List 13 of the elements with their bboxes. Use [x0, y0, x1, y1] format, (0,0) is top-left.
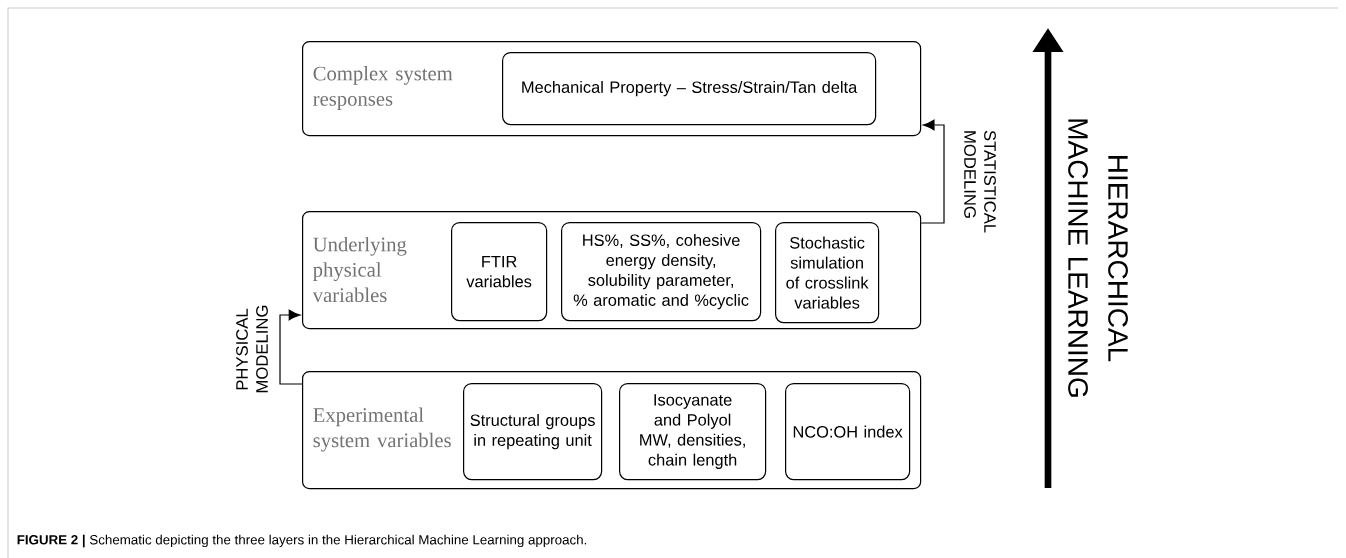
variable-box: HS%, SS%, cohesive energy density, solubility parameter, % aromatic and %cyclic: [561, 222, 762, 322]
variable-box: Structural groups in repeating unit: [463, 383, 603, 481]
variable-box: Stochastic simulation of crosslink variables: [775, 222, 880, 324]
edge-label: STATISTICAL MODELING: [964, 130, 996, 233]
edge-label: PHYSICAL MODELING: [236, 305, 268, 393]
arrow: [279, 309, 303, 385]
variable-box: Mechanical Property – Stress/Strain/Tan delta: [502, 52, 877, 126]
variable-box: Isocyanate and Polyol MW, densities, chain length: [619, 383, 767, 481]
arrow: [920, 119, 945, 224]
variable-box: FTIR variables: [451, 222, 548, 322]
caption: FIGURE 2 | Schematic depicting the three layers in the Hierarchical Machine Learning approach.: [17, 534, 587, 548]
variable-box: NCO:OH index: [785, 383, 911, 481]
axis-label: HIERARCHICAL MACHINE LEARNING: [1068, 119, 1128, 397]
